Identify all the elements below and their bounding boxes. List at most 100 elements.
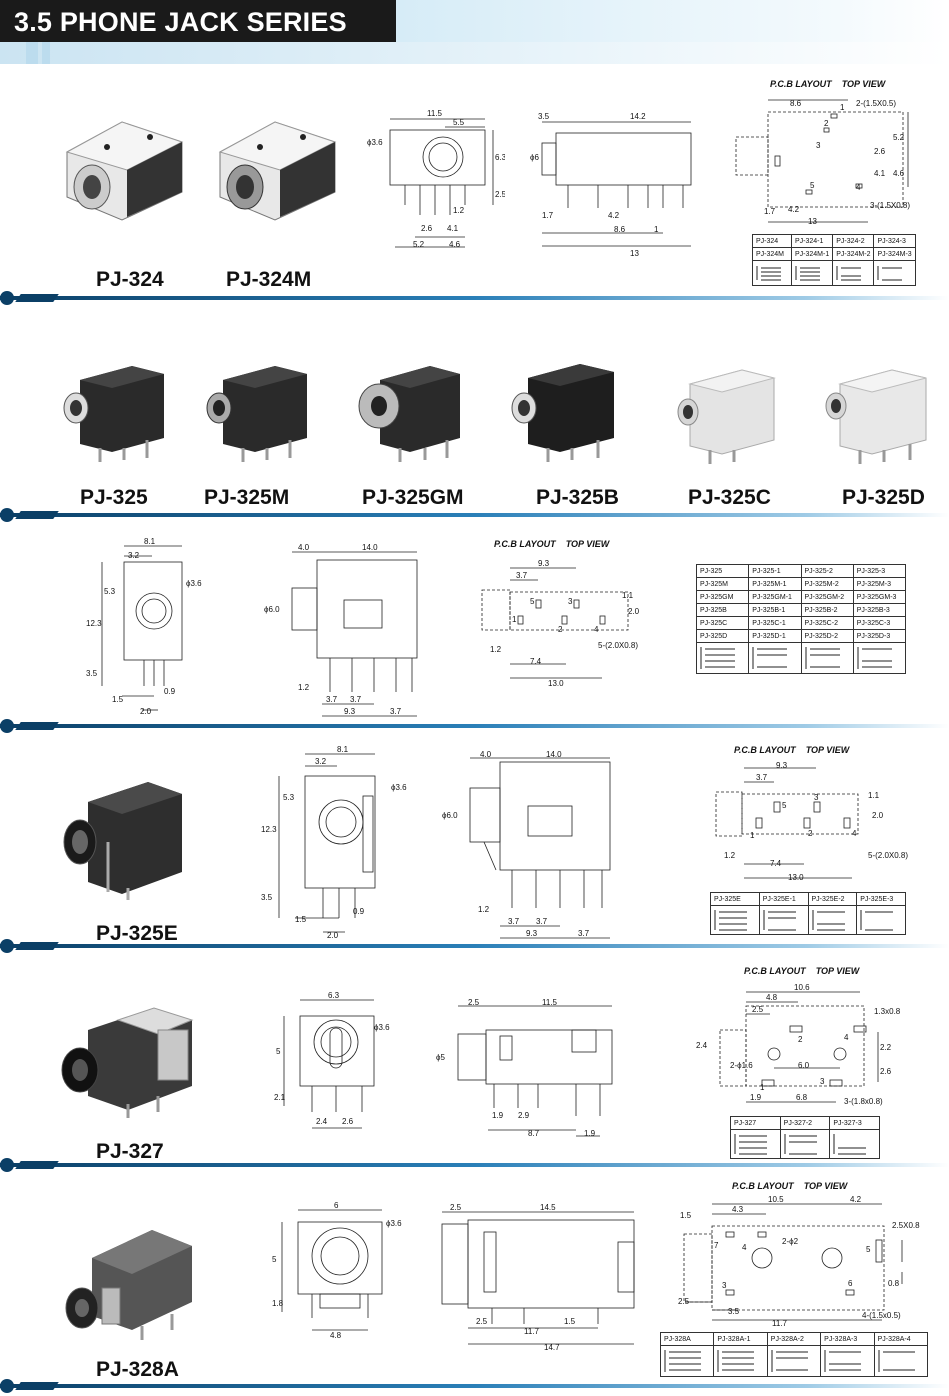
- dim-label: 7.4: [770, 859, 782, 868]
- table-cell: PJ-325B: [695, 603, 750, 617]
- dim-label: 2.4: [316, 1117, 328, 1126]
- pcb-heading: P.C.B LAYOUT TOP VIEW: [770, 79, 886, 89]
- wiring-schematic: [748, 642, 802, 674]
- table-cell: PJ-324: [752, 234, 792, 248]
- dim-label: 4.6: [449, 240, 461, 249]
- dim-label: 3.5: [86, 669, 98, 678]
- dim-label: 3.7: [390, 707, 402, 716]
- pin-label: 1: [512, 615, 517, 624]
- pj-325e-photo: [63, 782, 182, 900]
- dim-label: 2.5: [495, 190, 505, 199]
- dim-label: 6.0: [798, 1061, 810, 1070]
- pj-324-photo: [65, 121, 184, 221]
- wiring-schematic: [873, 260, 916, 286]
- table-cell: PJ-327-3: [829, 1116, 880, 1130]
- dim-label: 8.1: [337, 745, 349, 754]
- table-cell: PJ-325E-2: [807, 892, 858, 906]
- dim-label: 5.3: [104, 587, 116, 596]
- dim-label: ϕ3.6: [367, 138, 383, 147]
- wiring-schematic: [710, 905, 760, 935]
- pin-label: 3: [816, 141, 821, 150]
- pj-325e-front-drawing: 8.1 3.2 ϕ3.6 5.3 12.3 3.5 1.5 0.9 2.0: [261, 745, 407, 940]
- pin-label: 4: [856, 183, 861, 192]
- pin-label: 6: [848, 1279, 853, 1288]
- dim-label: 8.6: [614, 225, 626, 234]
- dim-label: 1.3x0.8: [874, 1007, 901, 1016]
- dim-label: 3.7: [508, 917, 520, 926]
- pin-label: 5: [530, 597, 535, 606]
- table-cell: PJ-325C-3: [852, 616, 907, 630]
- pj-324-side-drawing: 3.5 14.2 ϕ6 1.7 4.2 8.6 1 13: [530, 112, 692, 258]
- dim-label: 3.7: [350, 695, 362, 704]
- table-cell: PJ-325GM-2: [800, 590, 854, 604]
- dim-label: 9.3: [538, 559, 550, 568]
- header-strip: [0, 42, 949, 64]
- pcb-heading: P.C.B LAYOUT TOP VIEW: [744, 966, 860, 976]
- table-cell: PJ-325D: [695, 629, 750, 643]
- dim-label: 5.5: [453, 118, 465, 127]
- dim-label: 14.7: [544, 1343, 560, 1352]
- wiring-schematic: [873, 1345, 929, 1377]
- wiring-schematic: [752, 260, 792, 286]
- table-cell: PJ-324M-1: [790, 247, 834, 261]
- pin-label: 1: [760, 1083, 765, 1092]
- pcb-heading: P.C.B LAYOUT TOP VIEW: [732, 1181, 848, 1191]
- table-cell: PJ-325-2: [800, 564, 854, 578]
- dim-label: 0.9: [353, 907, 365, 916]
- pj-325b-photo: [511, 364, 614, 462]
- pj-325-side-drawing: 4.0 14.0 ϕ6.0 1.2 3.7 3.7 9.3 3.7: [264, 543, 418, 717]
- dim-label: 4.3: [732, 1205, 744, 1214]
- dim-label: 3.5: [261, 893, 273, 902]
- table-cell: PJ-328A-1: [713, 1332, 768, 1346]
- dim-label: ϕ6.0: [442, 811, 458, 820]
- header-deco: [26, 42, 38, 64]
- table-cell: PJ-324-1: [790, 234, 834, 248]
- dim-label: ϕ3.6: [386, 1219, 402, 1228]
- pin-label: 3: [568, 597, 573, 606]
- product-label: PJ-325B: [536, 486, 619, 509]
- pj-325d-photo: [825, 369, 927, 464]
- table-cell: PJ-324-2: [832, 234, 875, 248]
- pin-label: 4: [844, 1033, 849, 1042]
- pin-label: 7: [714, 1241, 719, 1250]
- dim-label: 9.3: [344, 707, 356, 716]
- pin-label: 3: [722, 1281, 727, 1290]
- dim-label: 4.8: [766, 993, 778, 1002]
- pj-325e-pcb-layout: 9.3 3.7 1.1 2.0 1.2 7.4 13.0 5-(2.0X0.8)…: [715, 761, 908, 882]
- dim-label: ϕ6: [530, 153, 539, 162]
- dim-label: 0.8: [888, 1279, 900, 1288]
- pj-327-front-drawing: 6.3 ϕ3.6 5 2.1 2.4 2.6: [274, 991, 390, 1129]
- pj-327-pcb-layout: 10.6 4.8 2.5 1.3x0.8 2.4 2.2 2-ϕ1.6 6.0 …: [696, 983, 901, 1106]
- dim-label: 1.1: [622, 591, 634, 600]
- dim-label: 2-ϕ1.6: [730, 1061, 753, 1070]
- pj-325c-photo: [677, 369, 776, 464]
- header-deco: [42, 42, 50, 64]
- wiring-schematic: [807, 905, 858, 935]
- dim-label: 9.3: [776, 761, 788, 770]
- dim-label: 2-(1.5X0.5): [856, 99, 896, 108]
- dim-label: ϕ3.6: [391, 783, 407, 792]
- dim-label: ϕ6.0: [264, 605, 280, 614]
- header-bar: [396, 0, 949, 42]
- table-cell: PJ-325GM: [695, 590, 750, 604]
- pin-label: 1: [750, 831, 755, 840]
- dim-label: 1.9: [750, 1093, 762, 1102]
- pj-325gm-photo: [358, 366, 460, 462]
- table-cell: PJ-325C-2: [800, 616, 854, 630]
- table-cell: PJ-325D-1: [748, 629, 802, 643]
- pj-325e-side-drawing: 4.0 14.0 ϕ6.0 1.2 3.7 3.7 9.3 3.7: [442, 750, 611, 939]
- pj-325-pcb-layout: 9.3 3.7 1.1 2.0 1.2 7.4 13.0 5-(2.0X0.8)…: [481, 559, 640, 688]
- pj-328a-side-drawing: 2.5 14.5 2.5 1.5 11.7 14.7: [441, 1203, 635, 1352]
- pj-324m-photo: [218, 121, 337, 221]
- dim-label: 13: [630, 249, 639, 258]
- dim-label: 11.7: [524, 1327, 540, 1336]
- pin-label: 3: [814, 793, 819, 802]
- wiring-schematic: [856, 905, 906, 935]
- dim-label: 13.0: [548, 679, 564, 688]
- pin-label: 2: [798, 1035, 803, 1044]
- dim-label: 3.7: [516, 571, 528, 580]
- dim-label: ϕ3.6: [186, 579, 202, 588]
- table-cell: PJ-325B-1: [748, 603, 802, 617]
- dim-label: 5.2: [893, 133, 905, 142]
